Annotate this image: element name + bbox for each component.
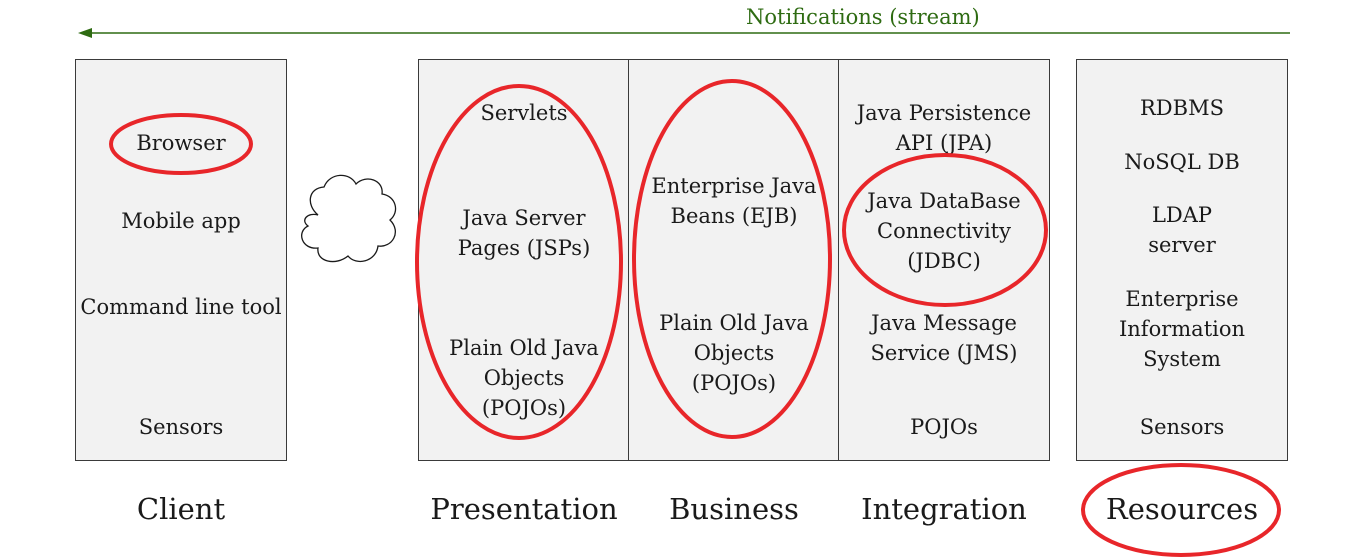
tier-label-resources: Resources (1105, 492, 1259, 526)
integration-box (838, 59, 1050, 461)
business-item-ejb: Enterprise Java Beans (EJB) (651, 174, 817, 228)
tier-label-business: Business (669, 492, 799, 526)
resources-item-rdbms: RDBMS (1140, 96, 1224, 120)
integration-item-jpa: Java Persistence API (JPA) (856, 101, 1032, 155)
presentation-item-servlets: Servlets (480, 101, 568, 125)
cloud-icon (301, 174, 397, 263)
tier-label-integration: Integration (861, 492, 1027, 526)
business-box (628, 59, 840, 461)
highlight-jdbc (842, 153, 1048, 307)
integration-item-pojos: POJOs (910, 415, 978, 439)
business-item-pojos: Plain Old Java Objects (POJOs) (659, 311, 809, 395)
resources-item-ldap: LDAP server (1148, 203, 1216, 257)
client-item-mobile-app: Mobile app (121, 209, 241, 233)
tier-label-presentation: Presentation (430, 492, 618, 526)
client-box (75, 59, 287, 461)
presentation-item-pojos: Plain Old Java Objects (POJOs) (449, 336, 599, 420)
presentation-item-jsps: Java Server Pages (JSPs) (457, 206, 591, 260)
client-item-command-line-tool: Command line tool (80, 295, 282, 319)
resources-item-nosql: NoSQL DB (1124, 150, 1240, 174)
highlight-business (632, 79, 832, 439)
resources-item-eis: Enterprise Information System (1118, 287, 1246, 371)
client-item-browser: Browser (136, 131, 226, 155)
resources-item-sensors: Sensors (1139, 415, 1225, 439)
integration-item-jdbc: Java DataBase Connectivity (JDBC) (867, 189, 1021, 273)
highlight-presentation (415, 84, 623, 440)
highlight-browser (109, 113, 253, 175)
integration-item-jms: Java Message Service (JMS) (870, 311, 1018, 365)
highlight-resources (1081, 463, 1281, 557)
resources-box (1076, 59, 1288, 461)
tier-label-client: Client (136, 492, 226, 526)
client-item-sensors: Sensors (138, 415, 224, 439)
notifications-label: Notifications (stream) (746, 5, 980, 29)
